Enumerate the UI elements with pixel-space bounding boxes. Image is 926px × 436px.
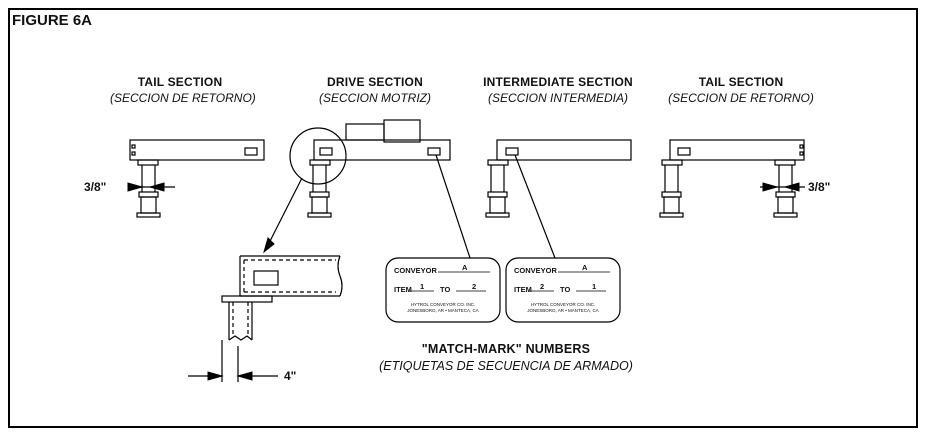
section-label-tail-right: TAIL SECTION (SECCION DE RETORNO)	[666, 74, 816, 106]
detail-leader-arrowhead	[263, 237, 275, 254]
tag-item-to: 2	[472, 282, 477, 291]
section-subtitle: (SECCION MOTRIZ)	[319, 91, 431, 105]
section-title: TAIL SECTION	[137, 75, 223, 89]
match-mark-caption: "MATCH-MARK" NUMBERS (ETIQUETAS DE SECUE…	[356, 341, 656, 375]
tail-section-left-drawing	[129, 139, 265, 218]
section-subtitle: (SECCION INTERMEDIA)	[487, 91, 628, 105]
section-label-intermediate: INTERMEDIATE SECTION (SECCION INTERMEDIA…	[478, 74, 638, 106]
figure-title: FIGURE 6A	[12, 12, 93, 29]
tag-company-line1: HYTROL CONVEYOR CO. INC.	[410, 302, 476, 307]
section-title: INTERMEDIATE SECTION	[483, 75, 633, 89]
tag-to-label: TO	[440, 285, 451, 294]
section-subtitle: (SECCION DE RETORNO)	[668, 91, 814, 105]
tag-company-line2: JONESBORO, AR • MANTECA, CA	[527, 308, 599, 313]
figure-frame	[8, 8, 918, 428]
tag-2-text: CONVEYOR A ITEM 2 TO 1 HYTROL CONVEYOR C…	[506, 258, 620, 322]
tag-conveyor-value: A	[582, 263, 588, 272]
dimension-arrow-detail-a	[207, 371, 224, 381]
tag-conveyor-value: A	[462, 263, 468, 272]
drive-section-drawing	[267, 119, 471, 259]
match-mark-tag-1	[385, 257, 501, 323]
section-title: TAIL SECTION	[698, 75, 784, 89]
detail-view-drawing	[188, 255, 343, 382]
match-mark-tag-2	[505, 257, 621, 323]
section-label-drive: DRIVE SECTION (SECCION MOTRIZ)	[300, 74, 450, 106]
tail-section-right-drawing	[659, 139, 805, 218]
tag-conveyor-label: CONVEYOR	[514, 266, 557, 275]
dimension-arrow-left-b	[148, 182, 165, 192]
section-subtitle: (SECCION DE RETORNO)	[110, 91, 256, 105]
tag-item-from: 2	[540, 282, 545, 291]
tag-item-label: ITEM	[394, 285, 412, 294]
dimension-arrow-right-b	[783, 182, 800, 192]
dimension-arrow-left-a	[127, 182, 144, 192]
tag-company: HYTROL CONVEYOR CO. INC. JONESBORO, AR •…	[506, 302, 620, 314]
dimension-arrow-right-a	[762, 182, 779, 192]
caption-title: "MATCH-MARK" NUMBERS	[421, 342, 591, 356]
tag-item-to: 1	[592, 282, 597, 291]
intermediate-section-drawing	[485, 139, 632, 259]
dimension-label-left: 3/8"	[84, 180, 107, 194]
tag-item-from: 1	[420, 282, 425, 291]
section-label-tail-left: TAIL SECTION (SECCION DE RETORNO)	[110, 74, 256, 106]
caption-subtitle: (ETIQUETAS DE SECUENCIA DE ARMADO)	[379, 359, 633, 373]
tag-company-line2: JONESBORO, AR • MANTECA, CA	[407, 308, 479, 313]
tag-company-line1: HYTROL CONVEYOR CO. INC.	[530, 302, 596, 307]
tag-1-text: CONVEYOR A ITEM 1 TO 2 HYTROL CONVEYOR C…	[386, 258, 500, 322]
dimension-label-right: 3/8"	[808, 180, 831, 194]
dimension-arrow-detail-b	[236, 371, 253, 381]
tag-conveyor-label: CONVEYOR	[394, 266, 437, 275]
tag-item-label: ITEM	[514, 285, 532, 294]
section-title: DRIVE SECTION	[327, 75, 423, 89]
tag-to-label: TO	[560, 285, 571, 294]
dimension-label-detail: 4"	[284, 369, 297, 383]
tag-company: HYTROL CONVEYOR CO. INC. JONESBORO, AR •…	[386, 302, 500, 314]
